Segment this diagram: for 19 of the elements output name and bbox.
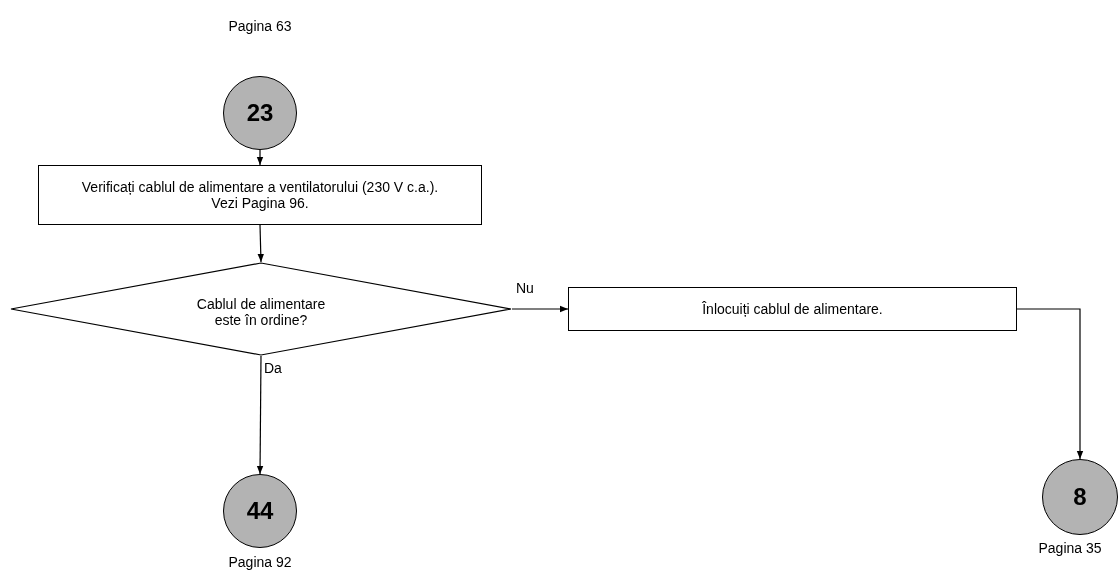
process-box — [568, 287, 1017, 331]
step-text: Înlocuiți cablul de alimentare. — [702, 301, 883, 317]
edge-label: Da — [264, 360, 282, 376]
arrow — [256, 355, 264, 475]
process-box — [38, 165, 482, 225]
arrow — [256, 149, 264, 166]
arrow — [1016, 308, 1084, 460]
step-number: 23 — [246, 99, 274, 127]
step-text: Verificați cablul de alimentare a ventilatorului (230 V c.a.). Vezi Pagina 96. — [80, 179, 440, 211]
step-number: 8 — [1073, 483, 1087, 511]
page-reference: Pagina 92 — [227, 554, 293, 570]
page-reference: Pagina 63 — [227, 18, 293, 34]
edge-label: Nu — [516, 280, 534, 296]
step-number: 44 — [246, 497, 274, 525]
arrow — [257, 224, 264, 263]
decision-diamond — [10, 262, 512, 356]
decision-text: Cablul de alimentare este în ordine? — [195, 296, 327, 328]
arrow — [511, 305, 569, 313]
page-reference: Pagina 35 — [1037, 540, 1103, 556]
